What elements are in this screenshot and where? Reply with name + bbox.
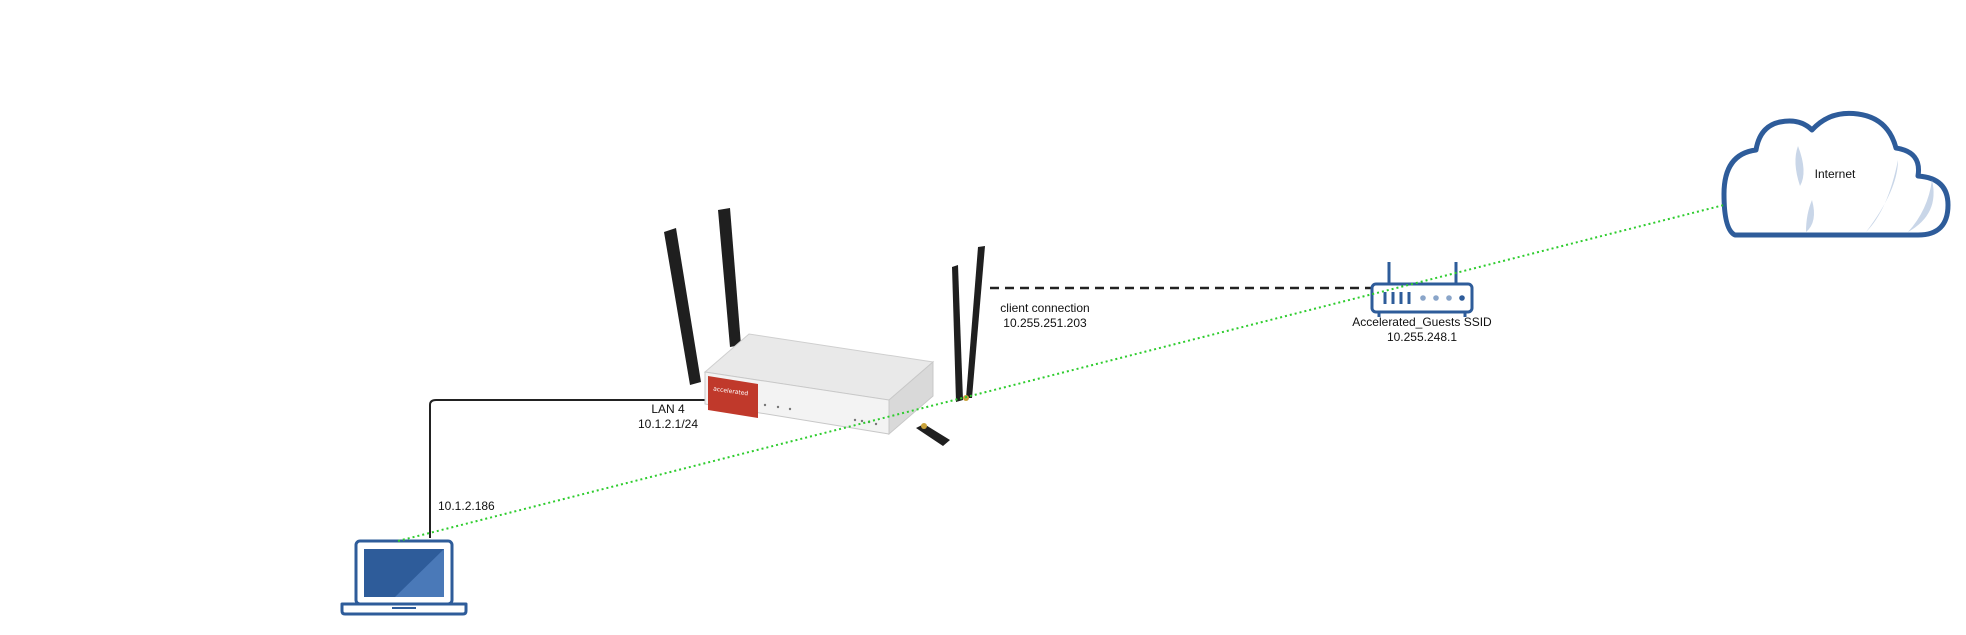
lan-port-ip: 10.1.2.1/24 [637,417,699,431]
antenna [966,246,985,398]
client-connection-ip: 10.255.251.203 [1003,316,1087,330]
wireless-router-icon [1370,262,1474,317]
wired-connection-line [429,399,712,538]
router-device [664,208,985,446]
router-leds [763,403,878,426]
lan-port-label: LAN 4 [651,402,685,416]
antenna [952,265,963,402]
access-point-group: Accelerated_Guests SSID 10.255.248.1 [1332,315,1512,345]
ssid-label: Accelerated_Guests SSID [1352,315,1492,329]
laptop-ip-label: 10.1.2.186 [438,499,495,513]
cloud-icon [1721,110,1951,238]
traffic-path-line [397,204,1725,542]
antenna [664,228,701,385]
router-side-face [888,360,934,436]
client-connection-label: client connection [1000,301,1090,315]
access-point-ip: 10.255.248.1 [1386,330,1458,344]
lan-port-group: LAN 4 10.1.2.1/24 [608,402,728,432]
router-brand-panel [708,376,758,418]
antenna [916,424,950,446]
client-connection-group: client connection 10.255.251.203 [985,301,1105,331]
laptop-icon [340,539,468,616]
antenna [718,208,741,347]
internet-label: Internet [1814,167,1856,181]
